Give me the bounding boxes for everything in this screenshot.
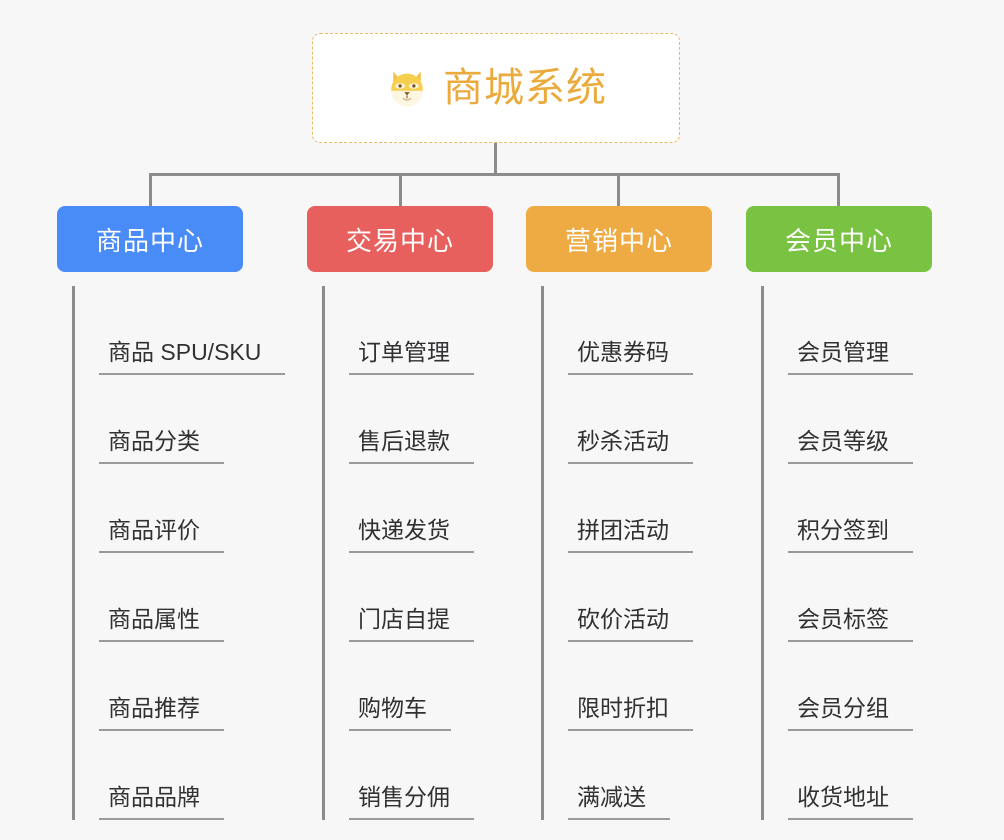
branch-column-trade-center: 交易中心 订单管理 售后退款 快递发货 门店自提 购物车 销售分佣 [307, 206, 493, 820]
leaf-list-marketing-center: 优惠券码 秒杀活动 拼团活动 砍价活动 限时折扣 满减送 [541, 286, 712, 820]
connector-drop-branch-4 [837, 173, 840, 208]
leaf-item[interactable]: 售后退款 [322, 375, 493, 464]
leaf-item-label: 商品属性 [99, 604, 224, 642]
branch-header-member-center[interactable]: 会员中心 [746, 206, 932, 272]
branch-header-product-center[interactable]: 商品中心 [57, 206, 243, 272]
leaf-item[interactable]: 砍价活动 [541, 553, 712, 642]
leaf-item-label: 拼团活动 [568, 515, 693, 553]
leaf-list-member-center: 会员管理 会员等级 积分签到 会员标签 会员分组 收货地址 [761, 286, 932, 820]
leaf-item[interactable]: 会员标签 [761, 553, 932, 642]
leaf-item[interactable]: 销售分佣 [322, 731, 493, 820]
leaf-list-trade-center: 订单管理 售后退款 快递发货 门店自提 购物车 销售分佣 [322, 286, 493, 820]
leaf-item[interactable]: 拼团活动 [541, 464, 712, 553]
leaf-item-label: 砍价活动 [568, 604, 693, 642]
leaf-item-label: 收货地址 [788, 782, 913, 820]
shiba-dog-face-icon [385, 66, 429, 110]
leaf-item-label: 门店自提 [349, 604, 474, 642]
branch-header-label: 商品中心 [95, 225, 204, 256]
branch-column-marketing-center: 营销中心 优惠券码 秒杀活动 拼团活动 砍价活动 限时折扣 满减送 [526, 206, 712, 820]
leaf-item-label: 商品分类 [99, 426, 224, 464]
branch-header-label: 交易中心 [345, 225, 454, 256]
leaf-item[interactable]: 快递发货 [322, 464, 493, 553]
leaf-trunk-line [761, 286, 764, 820]
leaf-item-label: 优惠券码 [568, 337, 693, 375]
branch-header-label: 会员中心 [784, 225, 893, 256]
leaf-item[interactable]: 会员分组 [761, 642, 932, 731]
connector-root-stem [494, 143, 497, 175]
leaf-item[interactable]: 秒杀活动 [541, 375, 712, 464]
leaf-item-label: 销售分佣 [349, 782, 474, 820]
leaf-item-label: 会员等级 [788, 426, 913, 464]
leaf-item[interactable]: 会员等级 [761, 375, 932, 464]
leaf-item[interactable]: 会员管理 [761, 286, 932, 375]
leaf-item[interactable]: 商品品牌 [72, 731, 285, 820]
leaf-item[interactable]: 限时折扣 [541, 642, 712, 731]
leaf-item-label: 限时折扣 [568, 693, 693, 731]
branch-header-marketing-center[interactable]: 营销中心 [526, 206, 712, 272]
leaf-item-label: 会员分组 [788, 693, 913, 731]
leaf-item-label: 积分签到 [788, 515, 913, 553]
connector-drop-branch-1 [149, 173, 152, 208]
leaf-item-label: 售后退款 [349, 426, 474, 464]
leaf-item-label: 商品 SPU/SKU [99, 337, 286, 375]
branch-header-label: 营销中心 [564, 225, 673, 256]
leaf-item-label: 会员标签 [788, 604, 913, 642]
leaf-item[interactable]: 满减送 [541, 731, 712, 820]
leaf-item[interactable]: 收货地址 [761, 731, 932, 820]
leaf-item[interactable]: 商品属性 [72, 553, 285, 642]
leaf-trunk-line [72, 286, 75, 820]
leaf-item-label: 秒杀活动 [568, 426, 693, 464]
leaf-item[interactable]: 商品 SPU/SKU [72, 286, 286, 375]
leaf-item[interactable]: 订单管理 [322, 286, 493, 375]
branch-column-member-center: 会员中心 会员管理 会员等级 积分签到 会员标签 会员分组 收货地址 [746, 206, 932, 820]
leaf-item-label: 商品品牌 [99, 782, 224, 820]
leaf-item[interactable]: 商品评价 [72, 464, 285, 553]
leaf-item-label: 快递发货 [349, 515, 474, 553]
connector-horizontal-bus [150, 173, 840, 176]
branch-header-trade-center[interactable]: 交易中心 [307, 206, 493, 272]
leaf-item-label: 会员管理 [788, 337, 913, 375]
leaf-item-label: 商品推荐 [99, 693, 224, 731]
leaf-item-label: 满减送 [568, 782, 670, 820]
root-node[interactable]: 商城系统 [312, 33, 680, 143]
leaf-item[interactable]: 商品推荐 [72, 642, 285, 731]
root-title: 商城系统 [443, 66, 607, 110]
leaf-item-label: 购物车 [349, 693, 451, 731]
leaf-item[interactable]: 积分签到 [761, 464, 932, 553]
leaf-list-product-center: 商品 SPU/SKU 商品分类 商品评价 商品属性 商品推荐 商品品牌 [72, 286, 286, 820]
leaf-item[interactable]: 门店自提 [322, 553, 493, 642]
branch-column-product-center: 商品中心 商品 SPU/SKU 商品分类 商品评价 商品属性 商品推荐 商品品牌 [57, 206, 286, 820]
connector-drop-branch-3 [617, 173, 620, 208]
connector-drop-branch-2 [399, 173, 402, 208]
leaf-item[interactable]: 优惠券码 [541, 286, 712, 375]
leaf-trunk-line [322, 286, 325, 820]
leaf-item-label: 订单管理 [349, 337, 474, 375]
leaf-trunk-line [541, 286, 544, 820]
leaf-item[interactable]: 购物车 [322, 642, 493, 731]
leaf-item[interactable]: 商品分类 [72, 375, 285, 464]
leaf-item-label: 商品评价 [99, 515, 224, 553]
